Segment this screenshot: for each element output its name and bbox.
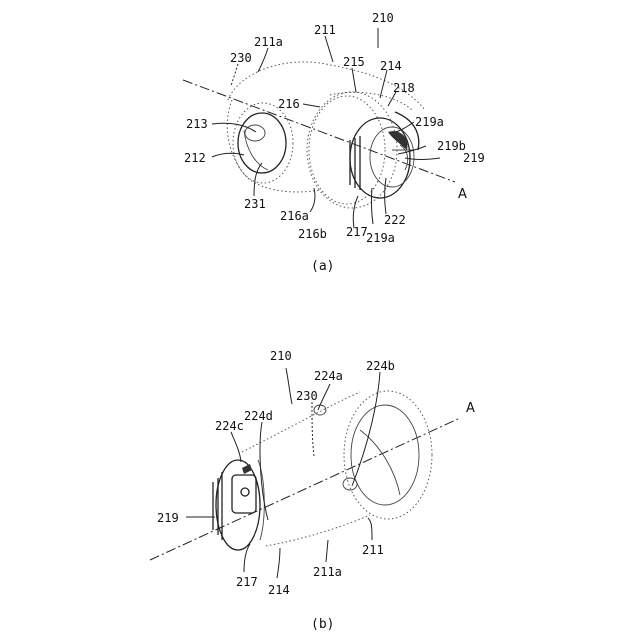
label-224b: 224b	[366, 359, 395, 373]
label-214-b: 214	[268, 583, 290, 597]
label-216: 216	[278, 97, 300, 111]
axis-line-b	[150, 418, 460, 560]
label-211: 211	[314, 23, 336, 37]
label-210-b: 210	[270, 349, 292, 363]
label-217: 217	[346, 225, 368, 239]
figure-b: 210 224a 224b 230 224d 224c 219 217 214 …	[150, 349, 475, 632]
label-219b: 219b	[437, 139, 466, 153]
axis-label-b: A	[466, 401, 475, 416]
label-216b: 216b	[298, 227, 327, 241]
label-230-b: 230	[296, 389, 318, 403]
label-231: 231	[244, 197, 266, 211]
label-218: 218	[393, 81, 415, 95]
label-216a: 216a	[280, 209, 309, 223]
label-224d: 224d	[244, 409, 273, 423]
label-211-b: 211	[362, 543, 384, 557]
label-230: 230	[230, 51, 252, 65]
threaded-end-217-b	[213, 460, 264, 550]
label-210: 210	[372, 11, 394, 25]
label-224c: 224c	[215, 419, 244, 433]
figure-a: 210 211 211a 230 215 214 218 216 213 212…	[183, 11, 485, 274]
label-224a: 224a	[314, 369, 343, 383]
label-214: 214	[380, 59, 402, 73]
label-215: 215	[343, 55, 365, 69]
label-219a-bottom: 219a	[366, 231, 395, 245]
label-222: 222	[384, 213, 406, 227]
label-217-b: 217	[236, 575, 258, 589]
axis-line-a	[183, 80, 455, 182]
label-213: 213	[186, 117, 208, 131]
axis-label-a: A	[458, 187, 467, 202]
label-211a-b: 211a	[313, 565, 342, 579]
label-219: 219	[463, 151, 485, 165]
caption-a: (a)	[311, 259, 334, 274]
caption-b: (b)	[311, 617, 334, 632]
label-219a-top: 219a	[415, 115, 444, 129]
label-212: 212	[184, 151, 206, 165]
label-211a: 211a	[254, 35, 283, 49]
label-219-b: 219	[157, 511, 179, 525]
leaders-b	[186, 368, 380, 578]
